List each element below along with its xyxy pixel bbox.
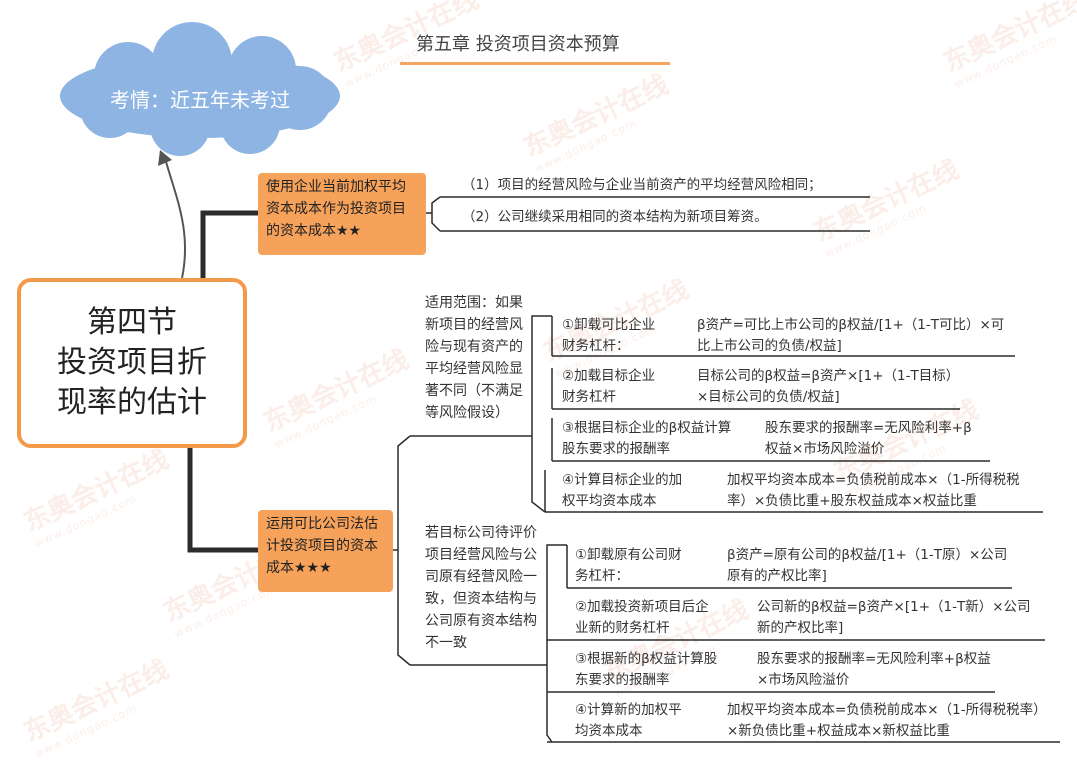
scenario1-condition: 适用范围：如果新项目的经营风险与现有资产的平均经营风险显著不同（不满足等风险假设… bbox=[425, 295, 523, 421]
branch1-condition-1: （1）项目的经营风险与企业当前资产的平均经营风险相同； bbox=[462, 177, 822, 193]
cloud-shape bbox=[60, 22, 340, 156]
s1-step4-name: ④计算目标企业的加权平均资本成本 bbox=[562, 472, 683, 509]
branch2-node: 运用可比公司法估计投资项目的资本成本★★★ bbox=[258, 510, 393, 592]
s2-step3-formula: 股东要求的报酬率=无风险利率+β权益×市场风险溢价 bbox=[757, 651, 991, 688]
s2-step3-name: ③根据新的β权益计算股东要求的报酬率 bbox=[575, 651, 718, 688]
s1-step3-name: ③根据目标企业的β权益计算股东要求的报酬率 bbox=[562, 420, 732, 457]
scenario2-condition: 若目标公司待评价项目经营风险与公司原有经营风险一致，但资本结构与公司原有资本结构… bbox=[425, 525, 537, 651]
s1-step2-formula: 目标公司的β权益=β资产×[1+（1-T目标）×目标公司的负债/权益] bbox=[697, 368, 953, 405]
root-node: 第四节 投资项目折 现率的估计 bbox=[17, 278, 247, 448]
s1-step1-name: ①卸载可比企业财务杠杆： bbox=[562, 317, 656, 354]
title-underline bbox=[400, 62, 670, 65]
s2-step4-formula: 加权平均资本成本=负债税前成本×（1-所得税税率）×新负债比重+权益成本×新权益… bbox=[727, 702, 1047, 739]
root-line3: 现率的估计 bbox=[57, 385, 207, 420]
s2-step4-name: ④计算新的加权平均资本成本 bbox=[575, 702, 682, 739]
s1-step4-formula: 加权平均资本成本=负债税前成本×（1-所得税税率）×负债比重+股东权益成本×权益… bbox=[727, 472, 1020, 509]
chapter-title: 第五章 投资项目资本预算 bbox=[416, 34, 620, 55]
s2-step1-formula: β资产=原有公司的β权益/[1+（1-T原）×公司原有的产权比率] bbox=[727, 547, 1008, 584]
s2-step2-formula: 公司新的β权益=β资产×[1+（1-T新）×公司新的产权比率] bbox=[757, 599, 1031, 636]
branch1-node: 使用企业当前加权平均资本成本作为投资项目的资本成本★★ bbox=[258, 173, 426, 255]
s1-step1-formula: β资产=可比上市公司的β权益/[1+（1-T可比）×可比上市公司的负债/权益] bbox=[697, 317, 1005, 354]
root-line2: 投资项目折 bbox=[57, 345, 207, 380]
branch1-condition-2: （2）公司继续采用相同的资本结构为新项目筹资。 bbox=[462, 209, 768, 225]
s2-step1-name: ①卸载原有公司财务杠杆： bbox=[575, 547, 682, 584]
s2-step2-name: ②加载投资新项目后企业新的财务杠杆 bbox=[575, 599, 709, 636]
cloud-label: 考情：近五年未考过 bbox=[110, 88, 290, 112]
s1-step2-name: ②加载目标企业财务杠杆 bbox=[562, 368, 656, 405]
s1-step3-formula: 股东要求的报酬率=无风险利率+β权益×市场风险溢价 bbox=[765, 420, 972, 457]
root-line1: 第四节 bbox=[87, 305, 177, 340]
